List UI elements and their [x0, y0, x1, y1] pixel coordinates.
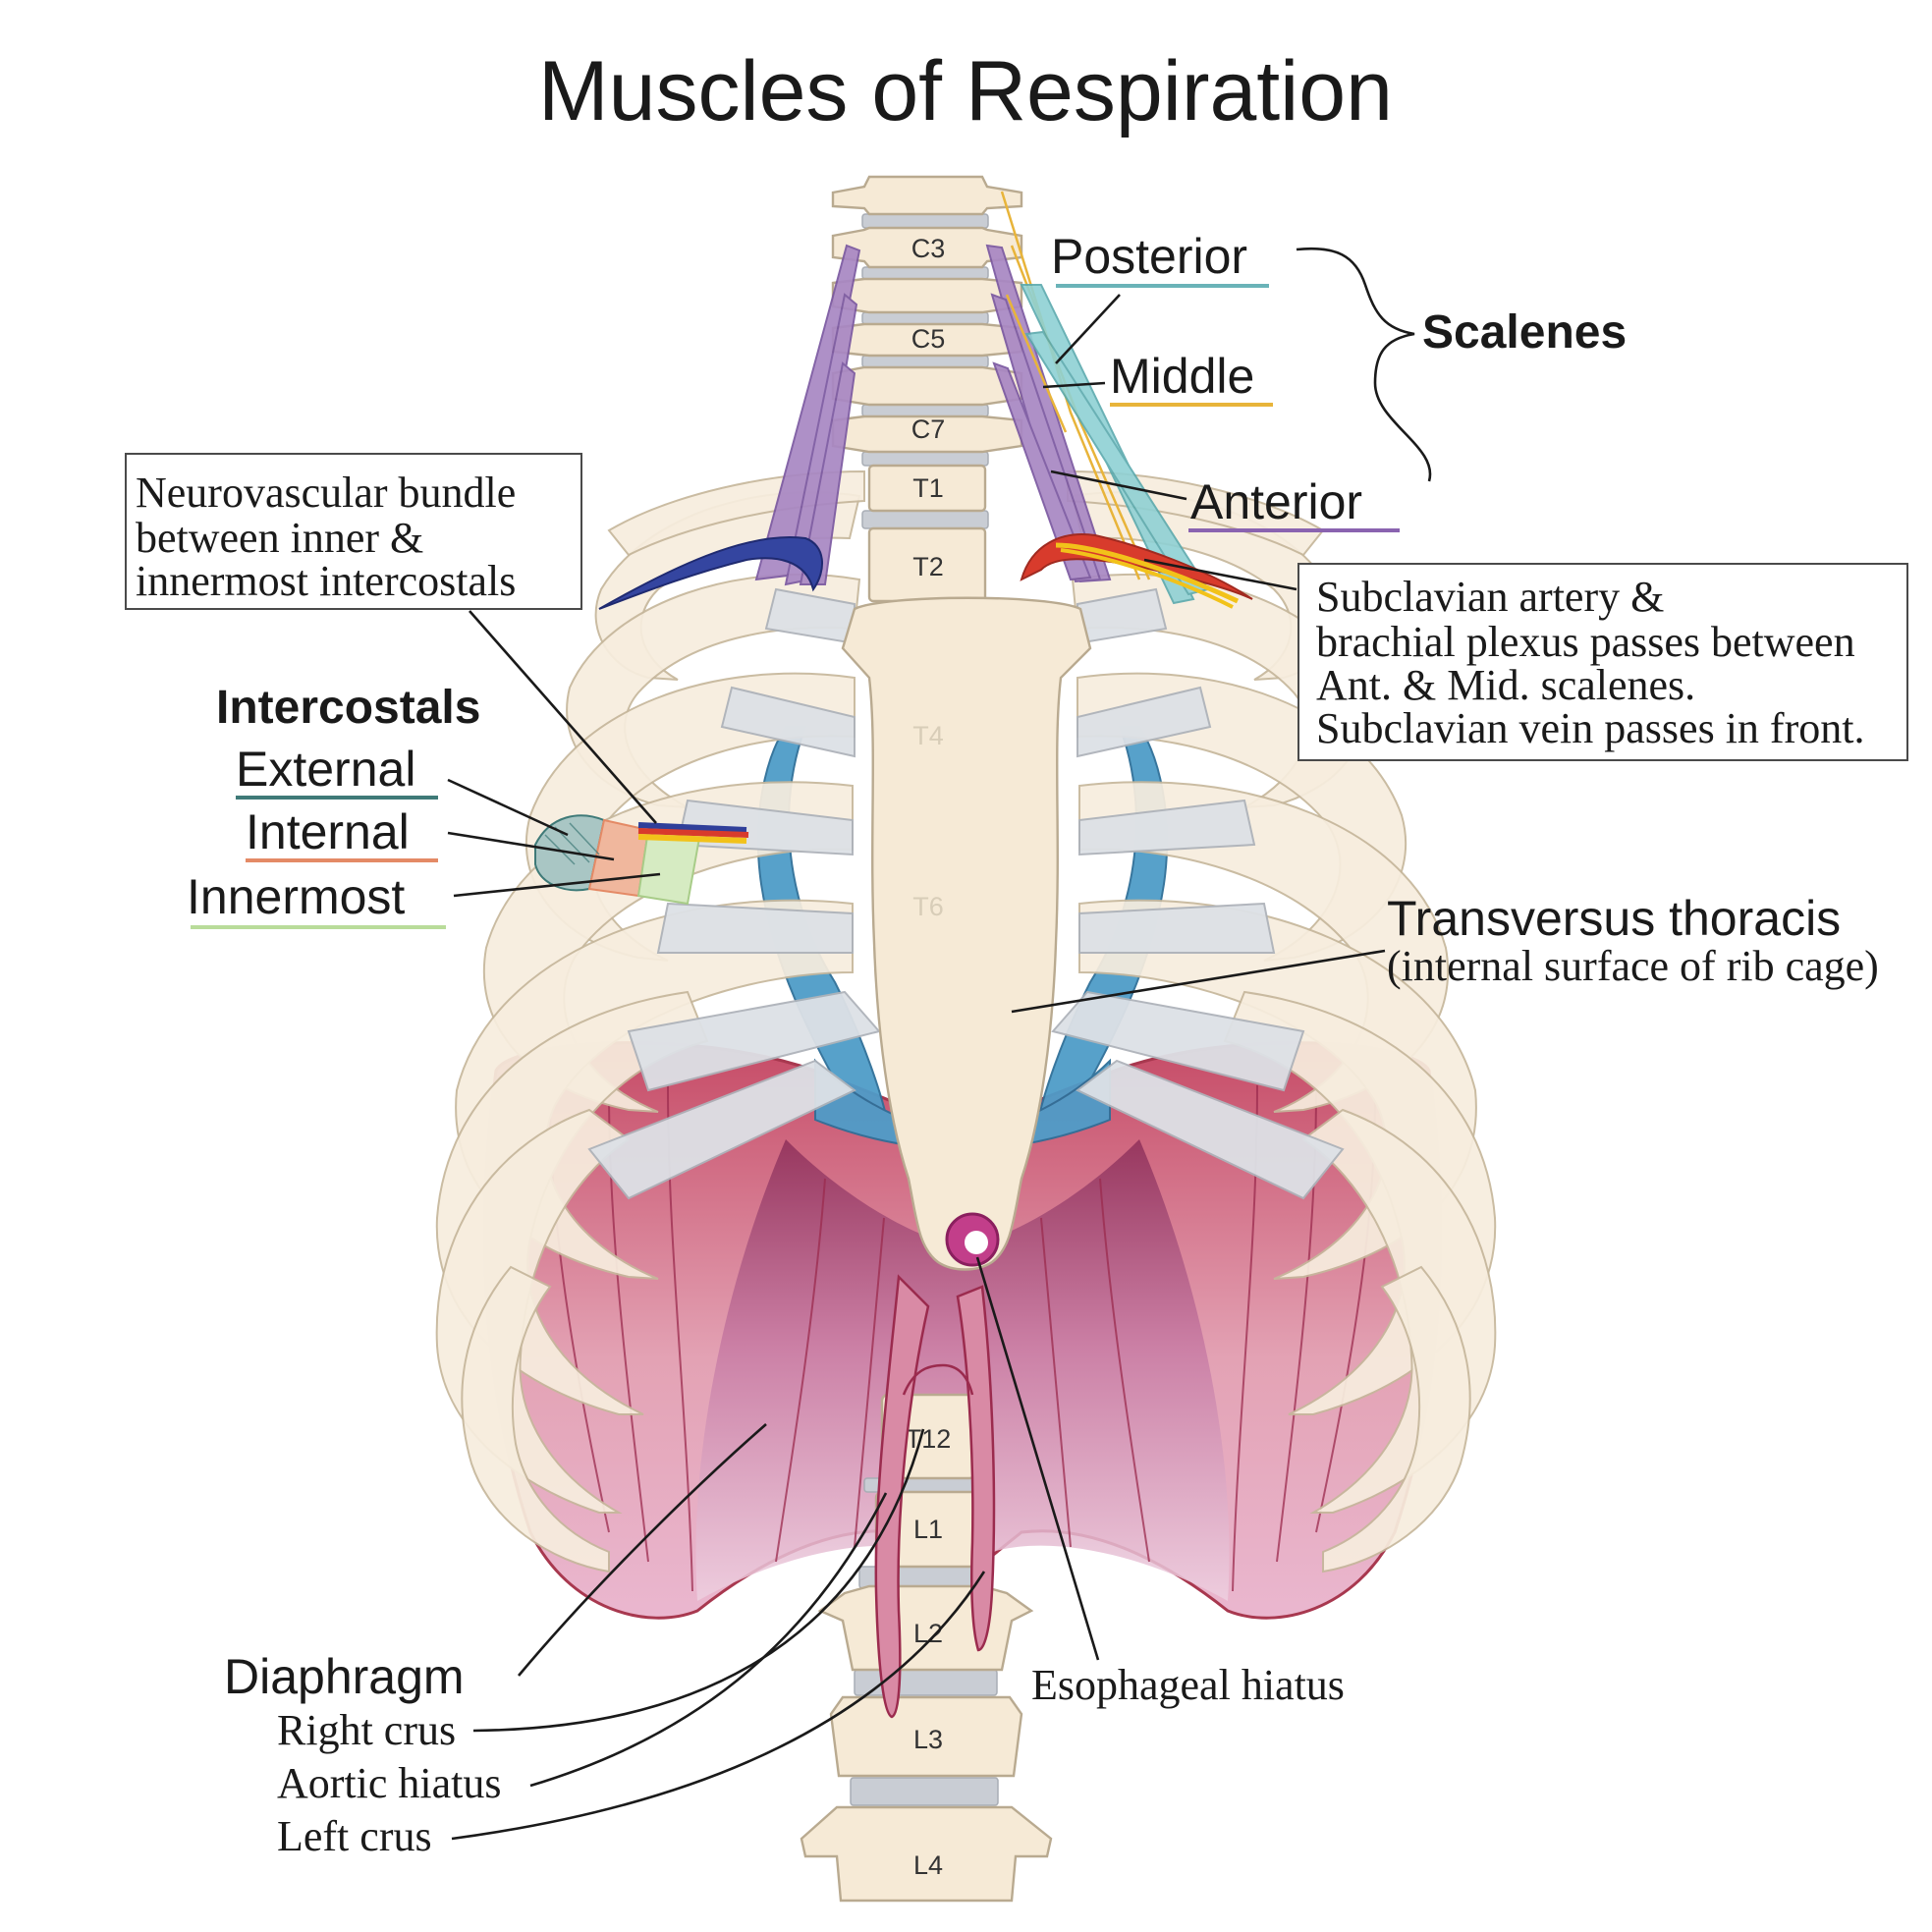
right-crus-label: Right crus: [277, 1706, 456, 1754]
intercostals-label-group: Intercostals External Internal Innermost: [187, 682, 661, 929]
vertebra-label-l3: L3: [913, 1725, 943, 1754]
diaphragm-label-group: Diaphragm Right crus Aortic hiatus Left …: [224, 1256, 1345, 1860]
vertebra-label-c7: C7: [911, 414, 946, 444]
transversus-label: Transversus thoracis: [1387, 891, 1841, 946]
esophageal-hiatus: [945, 1212, 1000, 1267]
aortic-hiatus-label: Aortic hiatus: [277, 1759, 502, 1807]
diaphragm-crura: [874, 1274, 996, 1719]
vertebra-label-t2: T2: [912, 552, 944, 581]
subclavian-line-2: brachial plexus passes between: [1316, 618, 1855, 666]
scalenes-brace: [1296, 247, 1432, 482]
internal-intercostal-label: Internal: [246, 804, 410, 859]
subclavian-vessels: [598, 533, 1253, 610]
esophageal-hiatus-label: Esophageal hiatus: [1031, 1661, 1345, 1709]
scalenes-label-group: Posterior Middle Anterior Scalenes: [1042, 229, 1627, 532]
posterior-scalene-label: Posterior: [1051, 229, 1247, 284]
vertebra-label-t6: T6: [912, 892, 944, 921]
intercostals-group-label: Intercostals: [216, 682, 480, 734]
neurovascular-line-3: innermost intercostals: [136, 557, 516, 605]
subclavian-line-3: Ant. & Mid. scalenes.: [1316, 661, 1695, 709]
scalenes-group-label: Scalenes: [1422, 306, 1627, 359]
middle-scalene-label: Middle: [1110, 349, 1254, 404]
vertebra-label-c3: C3: [911, 234, 946, 263]
subclavian-line-1: Subclavian artery &: [1316, 573, 1664, 621]
vertebra-label-l2: L2: [913, 1619, 943, 1648]
vertebra-label-l4: L4: [913, 1850, 943, 1880]
subclavian-callout: Subclavian artery & brachial plexus pass…: [1143, 558, 1908, 761]
vertebra-labels: C3 C5 C7 T1 T2 T4 T6 T12 L1 L2 L3 L4: [906, 234, 952, 1880]
vertebra-label-t1: T1: [912, 473, 944, 503]
subclavian-line-4: Subclavian vein passes in front.: [1316, 704, 1864, 752]
vertebra-label-t4: T4: [912, 721, 944, 750]
neurovascular-line-2: between inner &: [136, 514, 423, 562]
transversus-note: (internal surface of rib cage): [1387, 942, 1879, 990]
anterior-scalene-label: Anterior: [1190, 474, 1362, 529]
neurovascular-line-1: Neurovascular bundle: [136, 469, 516, 517]
external-intercostal-label: External: [236, 742, 415, 797]
transversus-label-group: Transversus thoracis (internal surface o…: [1011, 891, 1879, 1014]
innermost-intercostal-label: Innermost: [187, 869, 405, 924]
vertebra-label-t12: T12: [906, 1424, 952, 1454]
diaphragm-label: Diaphragm: [224, 1649, 465, 1704]
sternum: [841, 596, 1092, 1271]
vertebra-label-l1: L1: [913, 1515, 943, 1544]
vertebra-label-c5: C5: [911, 324, 946, 354]
left-crus-label: Left crus: [277, 1812, 432, 1860]
neurovascular-callout: Neurovascular bundle between inner & inn…: [125, 453, 657, 824]
anterior-scalene-left: [754, 244, 861, 586]
diagram-title: Muscles of Respiration: [538, 44, 1393, 138]
posterior-scalene: [1020, 284, 1210, 605]
anterior-scalene-right: [985, 244, 1112, 583]
